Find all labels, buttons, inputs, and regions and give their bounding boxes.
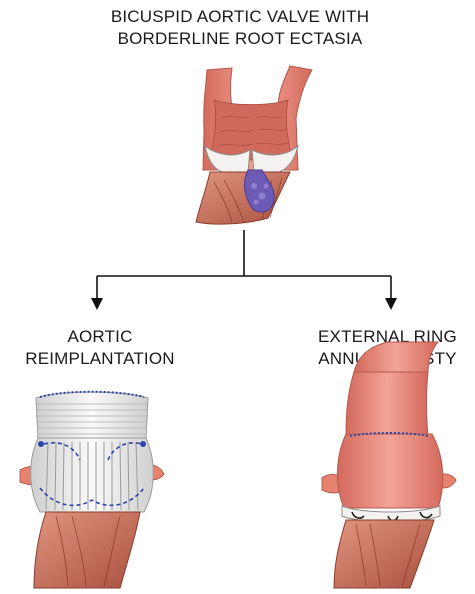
ring-annuloplasty-illustration xyxy=(322,342,456,588)
branch-connector xyxy=(97,230,391,302)
right-aorta-upper xyxy=(346,372,428,436)
left-ventricle-base xyxy=(34,512,140,588)
right-ventricle-base xyxy=(334,520,434,588)
bicuspid-valve-illustration xyxy=(196,66,312,224)
right-aortic-root xyxy=(337,434,442,508)
arrow-head-right-icon xyxy=(385,298,397,310)
reimplantation-illustration xyxy=(20,392,164,588)
arrow-head-left-icon xyxy=(91,298,103,310)
right-aorta-curve xyxy=(354,342,438,372)
suture-knot-right xyxy=(140,441,146,447)
suture-knot-left xyxy=(38,441,44,447)
